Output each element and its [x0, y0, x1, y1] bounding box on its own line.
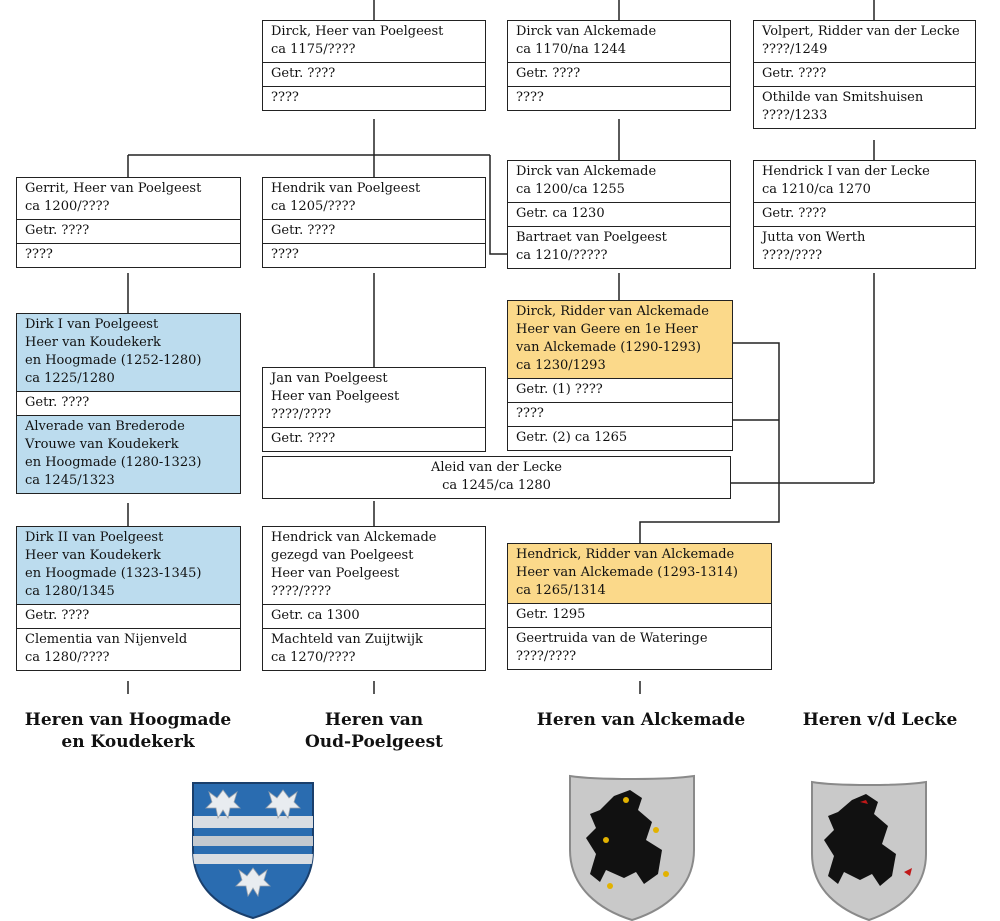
person-box-hendrick-ridder: Hendrick, Ridder van Alckemade Heer van …: [507, 543, 772, 670]
person-box-dirk-ii: Dirk II van Poelgeest Heer van Koudekerk…: [16, 526, 241, 671]
marriage-label: Getr. ????: [17, 391, 240, 415]
marriage-label: Getr. ????: [17, 604, 240, 628]
person-box-dirk-i: Dirk I van Poelgeest Heer van Koudekerk …: [16, 313, 241, 494]
spouse-name: Othilde van Smitshuisen ????/1233: [754, 86, 975, 128]
person-name: Dirck van Alckemade ca 1170/na 1244: [516, 24, 657, 57]
marriage-label: Getr. ????: [754, 202, 975, 226]
person-box-gerrit: Gerrit, Heer van Poelgeest ca 1200/???? …: [16, 177, 241, 268]
person-box-hendrick-alckemade-gezegd: Hendrick van Alckemade gezegd van Poelge…: [262, 526, 486, 671]
lecke-shield-icon: [811, 780, 927, 921]
spouse-name: ????: [263, 243, 485, 267]
spouse-name: Machteld van Zuijtwijk ca 1270/????: [263, 628, 485, 670]
marriage-label: Getr. 1295: [508, 603, 771, 627]
person-name: Dirck van Alckemade ca 1200/ca 1255: [516, 164, 657, 197]
person-box-dirck-alckemade-2: Dirck van Alckemade ca 1200/ca 1255 Getr…: [507, 160, 731, 269]
person-name: Dirck, Heer van Poelgeest ca 1175/????: [271, 24, 444, 57]
spouse-name: ????: [508, 86, 730, 110]
person-name: Hendrick van Alckemade gezegd van Poelge…: [271, 530, 437, 599]
person-name: Hendrick I van der Lecke ca 1210/ca 1270: [762, 164, 930, 197]
spouse-name-1: ????: [508, 402, 732, 426]
heading-alckemade: Heren van Alckemade: [536, 710, 746, 730]
person-name: Aleid van der Lecke ca 1245/ca 1280: [431, 460, 562, 493]
spouse-name: ????: [263, 86, 485, 110]
person-name: Volpert, Ridder van der Lecke ????/1249: [762, 24, 960, 57]
poelgeest-shield-icon: [192, 782, 314, 920]
spouse-name: Geertruida van de Wateringe ????/????: [508, 627, 771, 669]
marriage-label: Getr. ????: [263, 219, 485, 243]
marriage-label: Getr. ????: [754, 62, 975, 86]
person-box-hendrick-lecke: Hendrick I van der Lecke ca 1210/ca 1270…: [753, 160, 976, 269]
heading-lecke: Heren v/d Lecke: [802, 710, 958, 730]
marriage-label-2: Getr. (2) ca 1265: [508, 426, 732, 450]
person-name: Dirck, Ridder van Alckemade Heer van Gee…: [508, 301, 732, 378]
person-name: Hendrik van Poelgeest ca 1205/????: [271, 181, 421, 214]
person-box-volpert: Volpert, Ridder van der Lecke ????/1249 …: [753, 20, 976, 129]
spouse-name: Jutta von Werth ????/????: [754, 226, 975, 268]
person-box-hendrik-poelgeest: Hendrik van Poelgeest ca 1205/???? Getr.…: [262, 177, 486, 268]
person-name: Jan van Poelgeest Heer van Poelgeest ???…: [271, 371, 400, 422]
person-name: Gerrit, Heer van Poelgeest ca 1200/????: [25, 181, 202, 214]
spouse-name: ????: [17, 243, 240, 267]
marriage-label: Getr. ????: [17, 219, 240, 243]
marriage-label: Getr. ????: [263, 427, 485, 451]
person-box-dirck-ridder: Dirck, Ridder van Alckemade Heer van Gee…: [507, 300, 733, 451]
person-box-dirck-poelgeest: Dirck, Heer van Poelgeest ca 1175/???? G…: [262, 20, 486, 111]
heading-hoogmade: Heren van Hoogmade en Koudekerk: [24, 710, 232, 752]
spouse-name: Alverade van Brederode Vrouwe van Koudek…: [17, 415, 240, 493]
marriage-label-1: Getr. (1) ????: [508, 378, 732, 402]
marriage-label: Getr. ca 1230: [508, 202, 730, 226]
marriage-label: Getr. ca 1300: [263, 604, 485, 628]
person-box-dirck-alckemade-1: Dirck van Alckemade ca 1170/na 1244 Getr…: [507, 20, 731, 111]
marriage-label: Getr. ????: [508, 62, 730, 86]
person-box-aleid: Aleid van der Lecke ca 1245/ca 1280: [262, 456, 731, 499]
person-name: Dirk I van Poelgeest Heer van Koudekerk …: [25, 317, 202, 386]
heading-poelgeest: Heren van Oud-Poelgeest: [305, 710, 443, 752]
spouse-name: Bartraet van Poelgeest ca 1210/?????: [508, 226, 730, 268]
marriage-label: Getr. ????: [263, 62, 485, 86]
person-name: Hendrick, Ridder van Alckemade Heer van …: [508, 544, 771, 603]
person-name: Dirk II van Poelgeest Heer van Koudekerk…: [25, 530, 202, 599]
spouse-name: Clementia van Nijenveld ca 1280/????: [17, 628, 240, 670]
alckemade-shield-icon: [569, 774, 695, 921]
person-box-jan: Jan van Poelgeest Heer van Poelgeest ???…: [262, 367, 486, 452]
